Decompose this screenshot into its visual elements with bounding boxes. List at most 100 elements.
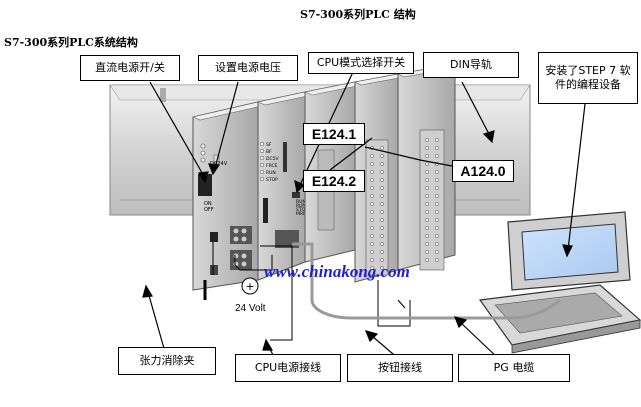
callout-programming-device: 安装了STEP 7 软件的编程设备	[538, 52, 638, 104]
terminal-dot	[425, 186, 429, 190]
terminal-dot	[435, 186, 439, 190]
terminal-dot	[425, 210, 429, 214]
terminal-dot	[435, 146, 439, 150]
terminal-dot	[380, 162, 384, 166]
cpu-module	[257, 91, 313, 281]
terminal-dot	[380, 234, 384, 238]
mode-run: RUN	[296, 203, 306, 209]
terminal-dot	[380, 202, 384, 206]
terminal-dot	[380, 154, 384, 158]
terminal-dot	[370, 218, 374, 222]
wiring	[203, 232, 411, 341]
terminal-dot	[380, 194, 384, 198]
callout-cpu-mode-switch: CPU模式选择开关	[308, 52, 414, 74]
callout-dc-power-switch: 直流电源开/关	[80, 55, 180, 81]
ps-on-label: ON	[204, 201, 212, 207]
power-supply-label: 24 Volt	[235, 303, 266, 314]
cpu-led-bf: BF	[266, 149, 272, 155]
mode-run-p: RUN-P	[296, 199, 310, 205]
watermark: www.chinakong.com	[264, 262, 410, 281]
terminal-dot	[380, 258, 384, 262]
terminal-dot	[435, 202, 439, 206]
io-tag-e124-2: E124.2	[303, 170, 365, 192]
terminal-dot	[425, 178, 429, 182]
terminal-dot	[380, 210, 384, 214]
terminal-dot	[425, 202, 429, 206]
callout-strain-relief: 张力消除夹	[118, 347, 216, 375]
callout-pg-cable: PG 电缆	[458, 354, 570, 382]
terminal-dot	[370, 178, 374, 182]
cpu-led-sf: SF	[266, 142, 272, 148]
terminal-dot	[370, 242, 374, 246]
terminal-dot	[435, 234, 439, 238]
terminal-dot	[370, 202, 374, 206]
terminal-dot	[370, 234, 374, 238]
terminal-dot	[370, 154, 374, 158]
terminal-dot	[435, 154, 439, 158]
io-tag-a124-0: A124.0	[452, 160, 514, 182]
terminal-dot	[435, 194, 439, 198]
power-supply-symbol	[241, 277, 259, 295]
terminal-dot	[380, 242, 384, 246]
terminal-dot	[435, 226, 439, 230]
terminal-dot	[435, 138, 439, 142]
terminal-dot	[380, 146, 384, 150]
mode-mres: MRES	[296, 211, 309, 217]
mode-stop: STOP	[296, 207, 308, 213]
output-module	[397, 63, 462, 271]
page-title: S7-300系列PLC 结构	[300, 8, 416, 21]
terminal-dot	[435, 258, 439, 262]
terminal-dot	[435, 178, 439, 182]
terminal-dot	[425, 258, 429, 262]
callout-button-wiring: 按钮接线	[347, 354, 453, 382]
ps-off-label: OFF	[204, 207, 214, 213]
terminal-dot	[425, 218, 429, 222]
terminal-dot	[370, 226, 374, 230]
programming-device	[478, 211, 641, 354]
terminal-dot	[425, 146, 429, 150]
terminal-dot	[370, 250, 374, 254]
terminal-dot	[435, 170, 439, 174]
terminal-dot	[380, 170, 384, 174]
terminal-dot	[435, 242, 439, 246]
diagram-subtitle: S7-300系列PLC系统结构	[4, 36, 138, 49]
cpu-led-run: RUN	[266, 170, 276, 176]
terminal-dot	[370, 186, 374, 190]
terminal-dot	[425, 242, 429, 246]
terminal-dot	[425, 170, 429, 174]
terminal-dot	[425, 194, 429, 198]
leader-lines	[142, 71, 586, 361]
plus-icon: +	[245, 280, 254, 293]
cpu-led-stop: STOP	[266, 177, 278, 183]
terminal-dot	[370, 194, 374, 198]
terminal-dot	[425, 154, 429, 158]
terminal-dot	[370, 162, 374, 166]
terminal-dots	[370, 138, 439, 270]
cpu-led-dc5v: DC5V	[266, 156, 279, 162]
cpu-led-frce: FRCE	[266, 163, 278, 169]
terminal-dot	[425, 162, 429, 166]
terminal-dot	[380, 266, 384, 270]
pg-cable	[292, 242, 562, 320]
power-supply-module	[192, 101, 268, 291]
terminal-dot	[380, 250, 384, 254]
terminal-dot	[370, 210, 374, 214]
terminal-dot	[380, 226, 384, 230]
terminal-dot	[380, 186, 384, 190]
terminal-dot	[370, 170, 374, 174]
terminal-dot	[370, 258, 374, 262]
terminal-dot	[425, 234, 429, 238]
io-tag-e124-1: E124.1	[303, 123, 365, 145]
callout-din-rail: DIN导轨	[423, 52, 519, 78]
terminal-dot	[380, 218, 384, 222]
terminal-dot	[380, 178, 384, 182]
terminal-dot	[425, 226, 429, 230]
terminal-dot	[435, 210, 439, 214]
terminal-dot	[435, 250, 439, 254]
terminal-dot	[425, 138, 429, 142]
terminal-dot	[370, 266, 374, 270]
terminal-dot	[435, 218, 439, 222]
terminal-dot	[425, 250, 429, 254]
